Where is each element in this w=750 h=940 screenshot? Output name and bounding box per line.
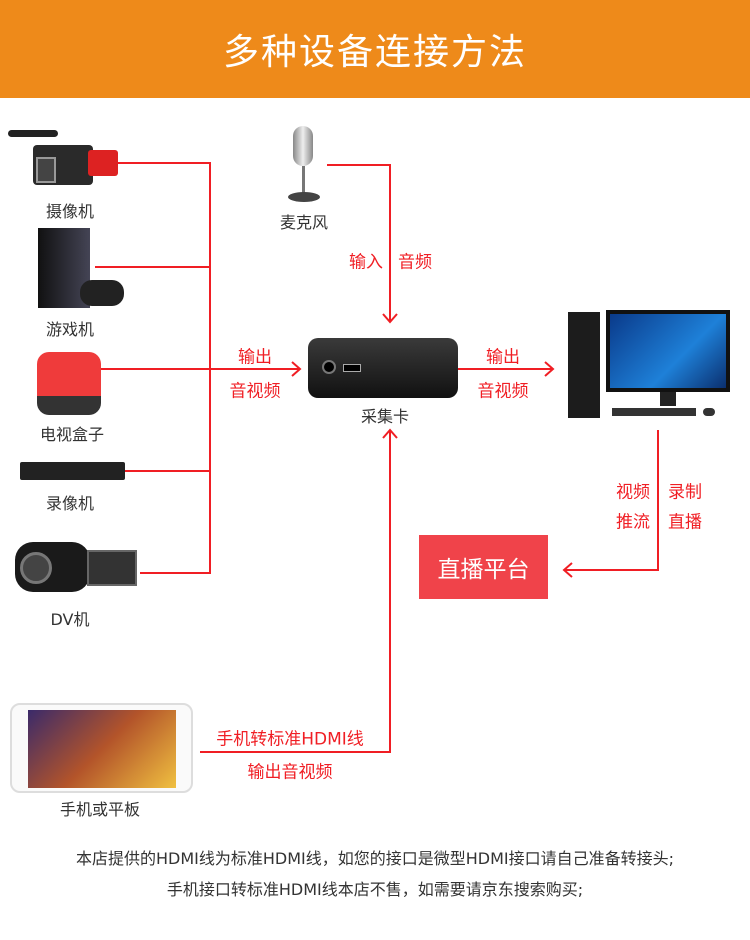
arrow-to-capture: [291, 361, 302, 377]
capture-to-pc-line: [458, 361, 555, 377]
capture-card-label: 采集卡: [360, 407, 410, 426]
input-bus-line: [95, 162, 300, 574]
tv-box-label: 电视盒子: [39, 425, 105, 444]
dv-camera-label: DV机: [50, 610, 90, 629]
live-label: 直播: [668, 512, 702, 533]
video-label: 视频: [616, 482, 650, 503]
pc-to-platform-line: [562, 430, 659, 578]
microphone-label: 麦克风: [279, 213, 329, 232]
phone-label: 手机或平板: [59, 800, 141, 819]
footer-note-1: 本店提供的HDMI线为标准HDMI线，如您的接口是微型HDMI接口请自己准备转接…: [75, 849, 675, 868]
mic-line: [327, 164, 398, 324]
dv-camera-image: [15, 530, 140, 598]
page-title: 多种设备连接方法: [222, 32, 527, 73]
capture-card-image: [308, 338, 458, 398]
phone-line: [200, 428, 398, 753]
live-platform-box: 直播平台: [419, 535, 548, 599]
camcorder-label: 摄像机: [45, 202, 95, 221]
microphone-image: [288, 126, 320, 204]
game-console-image: [38, 228, 126, 310]
phone-output-label: 输出音视频: [247, 762, 333, 783]
phone-image: [10, 703, 193, 793]
dvr-label: 录像机: [45, 494, 95, 513]
av-label-1: 音视频: [229, 381, 281, 402]
tv-box-image: [37, 352, 101, 415]
output-label-1: 输出: [238, 347, 272, 368]
footer-note-2: 手机接口转标准HDMI线本店不售，如需要请京东搜索购买;: [166, 880, 584, 899]
av-label-2: 音视频: [477, 381, 529, 402]
dvr-image: [20, 462, 125, 480]
input-label: 输入: [349, 252, 383, 273]
phone-cable-label: 手机转标准HDMI线: [216, 729, 364, 750]
audio-label: 音频: [398, 252, 432, 273]
computer-image: [568, 310, 740, 422]
record-label: 录制: [668, 482, 702, 503]
header-banner: 多种设备连接方法: [0, 0, 750, 98]
output-label-2: 输出: [486, 347, 520, 368]
camcorder-image: [8, 125, 123, 190]
game-console-label: 游戏机: [45, 320, 95, 339]
push-stream-label: 推流: [616, 512, 650, 533]
